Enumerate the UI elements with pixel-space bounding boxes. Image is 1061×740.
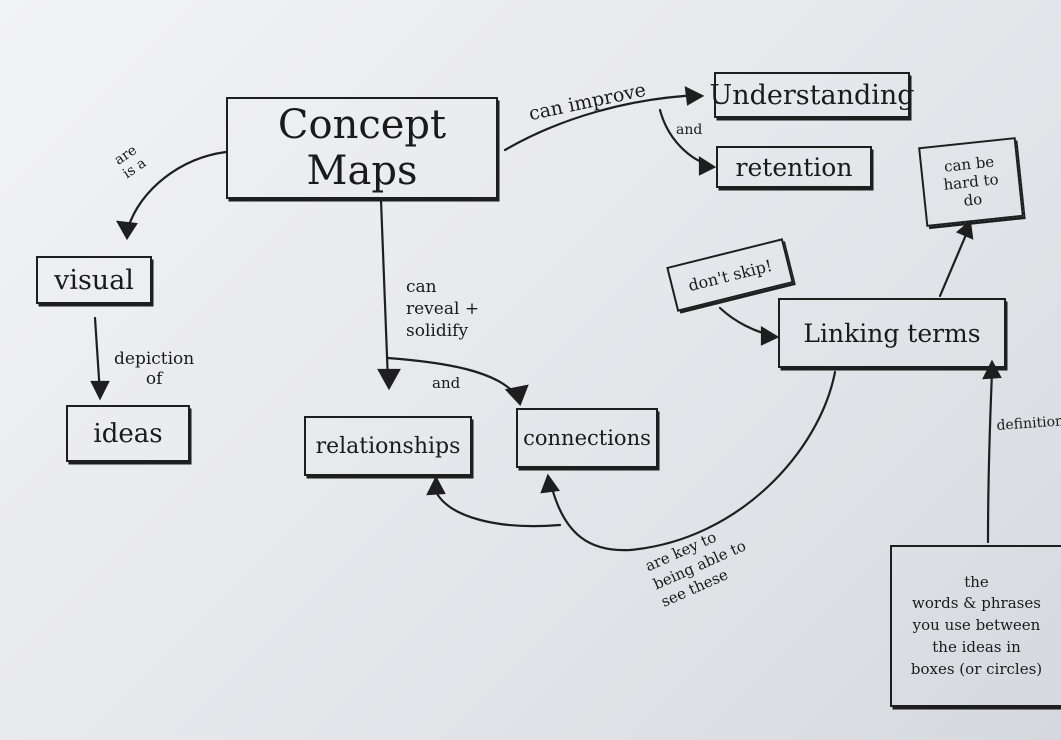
link-and-retention: and <box>676 122 703 138</box>
arrow-concept-to-understanding <box>503 93 702 152</box>
link-can-reveal: can reveal + solidify <box>406 276 479 342</box>
node-visual-label: visual <box>54 264 134 296</box>
definition-line-5: boxes (or circles) <box>910 659 1043 678</box>
node-dont-skip-label: don't skip! <box>686 255 774 295</box>
arrow-concept-to-visual <box>126 150 228 230</box>
link-can-reveal-line-1: can <box>406 277 437 297</box>
arrowhead-connections-up <box>540 473 560 494</box>
node-connections-label: connections <box>523 426 651 450</box>
arrow-concept-to-relationships <box>379 198 390 384</box>
definition-line-1: the <box>964 572 989 591</box>
arrowhead-retention <box>698 155 717 176</box>
arrowhead-relationships-up <box>426 475 446 496</box>
node-concept-maps: Concept Maps <box>226 97 498 199</box>
node-visual: visual <box>36 256 152 304</box>
arrowhead-linking <box>760 326 780 346</box>
hard-to-do-line-3: do <box>962 189 984 210</box>
node-relationships-label: relationships <box>315 433 461 459</box>
node-understanding: Understanding <box>709 72 915 118</box>
arrowhead-linking-up <box>982 359 1002 380</box>
arrowhead-ideas <box>90 380 110 401</box>
arrow-linking-to-connections <box>550 370 837 552</box>
arrowhead-hard <box>955 219 974 240</box>
link-depiction-line-2: of <box>145 368 163 389</box>
arrow-to-relationships <box>434 490 562 528</box>
arrow-linking-to-hard <box>938 228 970 298</box>
node-linking-terms-label: Linking terms <box>803 318 981 348</box>
node-retention: retention <box>716 146 872 188</box>
link-depiction-of: depiction of <box>114 349 195 389</box>
link-can-reveal-line-2: reveal + <box>406 299 480 320</box>
node-definition: the words & phrases you use between the … <box>890 545 1061 707</box>
link-depiction-line-1: depiction <box>114 349 195 369</box>
definition-line-2: words & phrases <box>912 594 1041 613</box>
arrowhead-connections <box>504 384 529 407</box>
node-ideas: ideas <box>66 405 190 462</box>
arrow-definition-to-linking <box>986 370 994 544</box>
arrowhead-relationships <box>377 368 401 391</box>
link-and-connections: and <box>432 374 461 392</box>
node-understanding-label: Understanding <box>709 79 915 111</box>
node-connections: connections <box>516 408 658 468</box>
definition-line-4: the ideas in <box>932 637 1021 656</box>
node-concept-maps-label: Concept Maps <box>277 102 447 194</box>
node-relationships: relationships <box>304 416 472 476</box>
node-linking-terms: Linking terms <box>778 298 1006 368</box>
definition-line-3: you use between <box>912 616 1041 635</box>
node-hard-to-do: can be hard to do <box>918 137 1024 227</box>
arrowhead-understanding <box>684 86 705 106</box>
node-retention-label: retention <box>735 152 853 182</box>
link-can-reveal-line-3: solidify <box>406 321 469 342</box>
node-ideas-label: ideas <box>93 418 163 449</box>
arrowhead-visual <box>115 220 138 241</box>
